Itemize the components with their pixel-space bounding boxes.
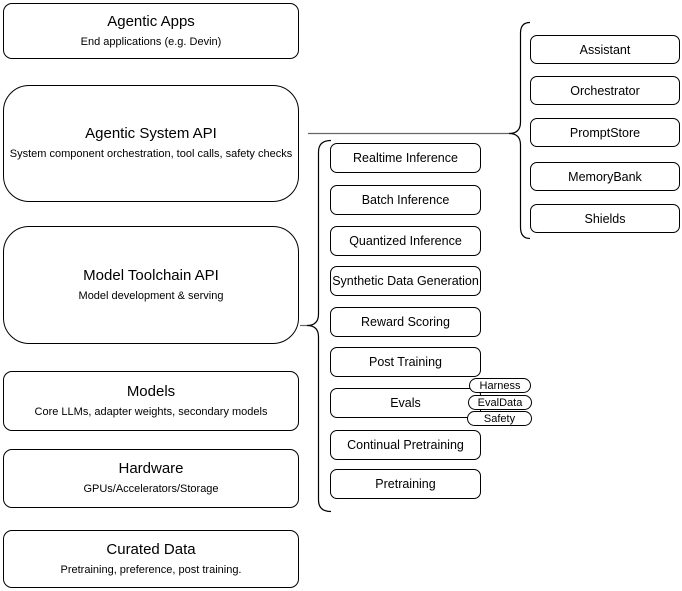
node-post-training: Post Training: [330, 347, 481, 377]
node-evals: Evals: [330, 388, 481, 418]
node-promptstore: PromptStore: [530, 118, 680, 147]
node-models: Models Core LLMs, adapter weights, secon…: [3, 371, 299, 431]
node-quantized-inference: Quantized Inference: [330, 226, 481, 256]
tag-safety: Safety: [467, 411, 532, 426]
node-batch-inference: Batch Inference: [330, 185, 481, 215]
tag-harness: Harness: [469, 378, 531, 393]
node-title: Agentic System API: [85, 125, 217, 143]
node-memorybank: MemoryBank: [530, 162, 680, 191]
node-realtime-inference: Realtime Inference: [330, 143, 481, 173]
node-subtitle: End applications (e.g. Devin): [80, 35, 222, 48]
node-title: Models: [126, 382, 176, 400]
node-agentic-apps: Agentic Apps End applications (e.g. Devi…: [3, 3, 299, 59]
curly-bracket-toolchain: [306, 139, 332, 513]
curly-bracket-system-components: [508, 21, 531, 240]
node-subtitle: System component orchestration, tool cal…: [9, 148, 293, 161]
node-subtitle: Model development & serving: [78, 289, 224, 302]
node-title: Hardware: [118, 460, 184, 478]
node-subtitle: GPUs/Accelerators/Storage: [83, 483, 219, 496]
node-title: Agentic Apps: [107, 12, 195, 30]
node-title: Curated Data: [106, 540, 196, 558]
node-subtitle: Pretraining, preference, post training.: [60, 563, 242, 576]
node-agentic-system-api: Agentic System API System component orch…: [3, 85, 299, 202]
node-reward-scoring: Reward Scoring: [330, 307, 481, 337]
node-curated-data: Curated Data Pretraining, preference, po…: [3, 530, 299, 588]
node-hardware: Hardware GPUs/Accelerators/Storage: [3, 449, 299, 508]
node-shields: Shields: [530, 204, 680, 233]
tag-evaldata: EvalData: [468, 395, 532, 410]
node-pretraining: Pretraining: [330, 469, 481, 499]
node-model-toolchain-api: Model Toolchain API Model development & …: [3, 226, 299, 344]
node-orchestrator: Orchestrator: [530, 76, 680, 105]
node-subtitle: Core LLMs, adapter weights, secondary mo…: [34, 405, 268, 418]
node-continual-pretraining: Continual Pretraining: [330, 430, 481, 460]
node-synthetic-data-generation: Synthetic Data Generation: [330, 266, 481, 296]
node-title: Model Toolchain API: [83, 266, 219, 284]
node-assistant: Assistant: [530, 35, 680, 64]
